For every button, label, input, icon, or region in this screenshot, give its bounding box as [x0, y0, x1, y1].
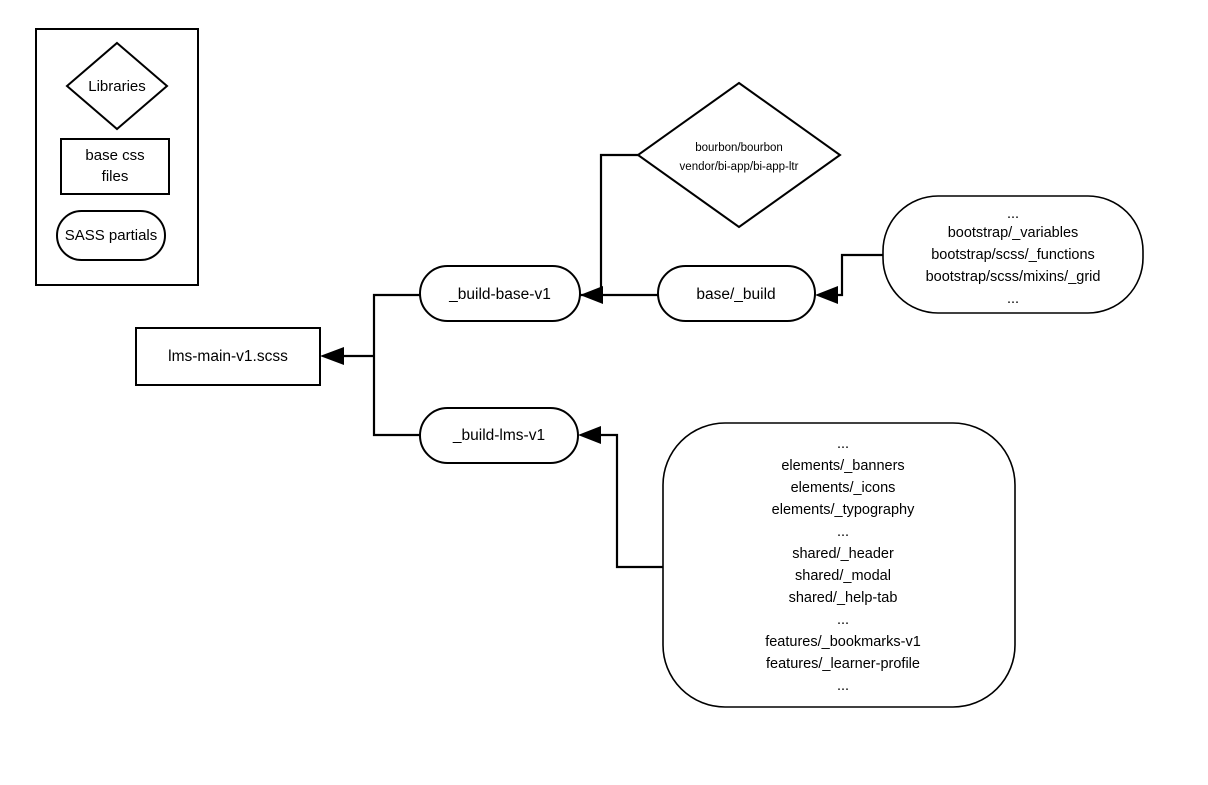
lms-partials-line-10: features/_learner-profile	[766, 656, 920, 672]
bootstrap-partials-shape	[882, 195, 1144, 314]
build-base-v1-label: _build-base-v1	[448, 286, 551, 303]
bootstrap-partials-line-2: bootstrap/scss/_functions	[931, 247, 1095, 263]
bootstrap-partials-line-1: bootstrap/_variables	[948, 225, 1079, 241]
vendor-diamond-line2: vendor/bi-app/bi-app-ltr	[680, 161, 799, 173]
node-build-lms-v1[interactable]: _build-lms-v1	[419, 407, 579, 464]
lms-partials-line-3: elements/_typography	[772, 502, 915, 518]
lms-partials-line-7: shared/_help-tab	[789, 590, 898, 606]
vendor-diamond-line1: bourbon/bourbon	[695, 142, 783, 154]
lms-main-v1-scss-label: lms-main-v1.scss	[168, 348, 288, 365]
lms-main-v1-scss-shape	[135, 327, 321, 386]
node-vendor-diamond[interactable]: bourbon/bourbon vendor/bi-app/bi-app-ltr	[636, 81, 842, 229]
arrowhead-lms-main	[320, 347, 344, 365]
node-lms-main-v1-scss[interactable]: lms-main-v1.scss	[135, 327, 321, 386]
lms-partials-line-0: ...	[837, 436, 849, 452]
lms-partials-line-9: features/_bookmarks-v1	[765, 634, 921, 650]
legend-rounded-shape	[56, 210, 166, 261]
legend-box: Libraries base css files SASS partials	[35, 28, 199, 286]
lms-partials-line-4: ...	[837, 524, 849, 540]
lms-partials-line-11: ...	[837, 678, 849, 694]
bootstrap-partials-line-3: bootstrap/scss/mixins/_grid	[926, 269, 1101, 285]
build-lms-v1-label: _build-lms-v1	[452, 427, 545, 444]
arrowhead-base-build	[815, 286, 838, 304]
edge-lms-partials-to-build-lms	[592, 433, 663, 569]
edge-vendor-to-build-base	[573, 153, 638, 297]
build-base-v1-shape	[419, 265, 581, 322]
lms-partials-line-2: elements/_icons	[791, 480, 896, 496]
legend-rectangle-label-line2: files	[102, 168, 129, 185]
legend-rectangle-shape	[60, 138, 170, 195]
bootstrap-partials-line-4: ...	[1007, 291, 1019, 307]
build-lms-v1-shape	[419, 407, 579, 464]
node-build-base-v1[interactable]: _build-base-v1	[419, 265, 581, 322]
node-bootstrap-partials[interactable]: ... bootstrap/_variables bootstrap/scss/…	[882, 195, 1144, 314]
edge-group	[320, 153, 883, 569]
bootstrap-partials-line-0: ...	[1007, 206, 1019, 222]
legend-rounded-label: SASS partials	[65, 227, 158, 244]
node-base-build[interactable]: base/_build	[657, 265, 816, 322]
legend-diamond-shape	[65, 41, 169, 131]
arrowhead-build-base	[580, 286, 603, 304]
lms-partials-line-8: ...	[837, 612, 849, 628]
lms-partials-line-1: elements/_banners	[781, 458, 904, 474]
lms-partials-shape	[662, 422, 1016, 708]
base-build-label: base/_build	[696, 286, 775, 303]
lms-partials-line-6: shared/_modal	[795, 568, 891, 584]
arrowhead-build-lms	[578, 426, 601, 444]
lms-partials-line-5: shared/_header	[792, 546, 894, 562]
base-build-shape	[657, 265, 816, 322]
legend-rectangle-label-line1: base css	[85, 147, 144, 164]
edge-builds-bus	[372, 293, 420, 437]
vendor-diamond-shape	[636, 81, 842, 229]
node-lms-partials[interactable]: ... elements/_banners elements/_icons el…	[662, 422, 1016, 708]
legend-diamond-label: Libraries	[88, 78, 146, 95]
